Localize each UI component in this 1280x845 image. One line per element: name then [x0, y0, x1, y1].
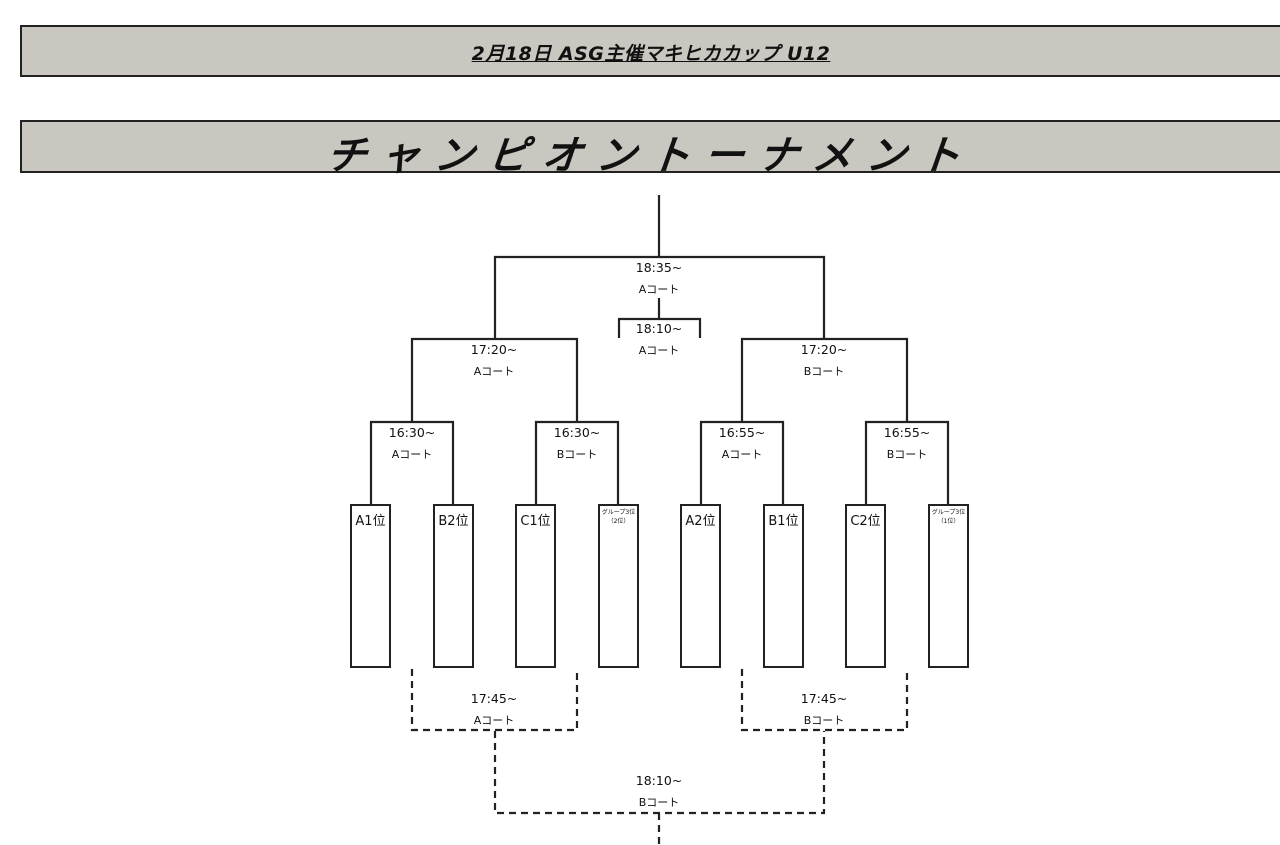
- match-court: Aコート: [638, 283, 680, 296]
- match-time: 18:10~: [635, 321, 683, 336]
- entry-group3-2: グループ3位 （2位）: [598, 504, 639, 668]
- entry-label: A1位: [355, 514, 386, 529]
- entry-label: B1位: [768, 514, 799, 529]
- winners-bracket-lines: [369, 195, 950, 506]
- third-place-connector: [617, 317, 702, 338]
- entry-c1: C1位: [515, 504, 556, 668]
- match-time: 16:55~: [718, 425, 766, 440]
- entry-label: C2位: [850, 514, 881, 529]
- r1-1-connector: [369, 420, 455, 506]
- match-court: Aコート: [473, 365, 515, 378]
- entry-a1: A1位: [350, 504, 391, 668]
- match-time: 18:35~: [635, 260, 683, 275]
- entry-label: グループ3位 （2位）: [601, 509, 636, 525]
- semi-left-connector: [410, 337, 579, 422]
- match-court: Bコート: [638, 796, 680, 809]
- entry-label: C1位: [520, 514, 551, 529]
- match-court: Bコート: [886, 448, 928, 461]
- match-time: 17:20~: [800, 342, 848, 357]
- match-third-place: 18:10~ Aコート: [604, 318, 714, 362]
- bracket-title-banner: チャンピオントーナメント: [20, 120, 1280, 179]
- match-time: 17:45~: [470, 691, 518, 706]
- match-semi-right: 17:20~ Bコート: [769, 339, 879, 383]
- match-time: 17:45~: [800, 691, 848, 706]
- match-semi-left: 17:20~ Aコート: [439, 339, 549, 383]
- consolation-right-connector: [740, 669, 909, 732]
- match-consolation-right: 17:45~ Bコート: [769, 688, 879, 732]
- r1-4-connector: [864, 420, 950, 506]
- entry-b2: B2位: [433, 504, 474, 668]
- match-court: Aコート: [391, 448, 433, 461]
- match-final: 18:35~ Aコート: [604, 257, 714, 301]
- event-title-banner: 2月18日 ASG主催マキヒカカップ U12: [20, 25, 1280, 77]
- entry-label: A2位: [685, 514, 716, 529]
- match-r1-4: 16:55~ Bコート: [852, 422, 962, 466]
- match-r1-3: 16:55~ Aコート: [687, 422, 797, 466]
- entry-group3-1: グループ3位 （1位）: [928, 504, 969, 668]
- match-time: 18:10~: [635, 773, 683, 788]
- match-time: 17:20~: [470, 342, 518, 357]
- r1-3-connector: [699, 420, 785, 506]
- match-r1-1: 16:30~ Aコート: [357, 422, 467, 466]
- match-court: Bコート: [803, 365, 845, 378]
- match-consolation-final: 18:10~ Bコート: [604, 770, 714, 814]
- entry-a2: A2位: [680, 504, 721, 668]
- match-time: 16:30~: [388, 425, 436, 440]
- final-connector: [493, 255, 826, 340]
- match-r1-2: 16:30~ Bコート: [522, 422, 632, 466]
- semi-right-connector: [740, 337, 909, 422]
- match-time: 16:30~: [553, 425, 601, 440]
- entry-label: B2位: [438, 514, 469, 529]
- match-court: Bコート: [803, 714, 845, 727]
- match-court: Aコート: [721, 448, 763, 461]
- match-court: Aコート: [638, 344, 680, 357]
- entry-c2: C2位: [845, 504, 886, 668]
- event-title: 2月18日 ASG主催マキヒカカップ U12: [471, 43, 831, 65]
- entry-b1: B1位: [763, 504, 804, 668]
- consolation-bracket-lines: [410, 669, 909, 845]
- r1-2-connector: [534, 420, 620, 506]
- match-time: 16:55~: [883, 425, 931, 440]
- match-consolation-left: 17:45~ Aコート: [439, 688, 549, 732]
- match-court: Aコート: [473, 714, 515, 727]
- entry-label: グループ3位 （1位）: [931, 509, 966, 525]
- consolation-left-connector: [410, 669, 579, 732]
- match-court: Bコート: [556, 448, 598, 461]
